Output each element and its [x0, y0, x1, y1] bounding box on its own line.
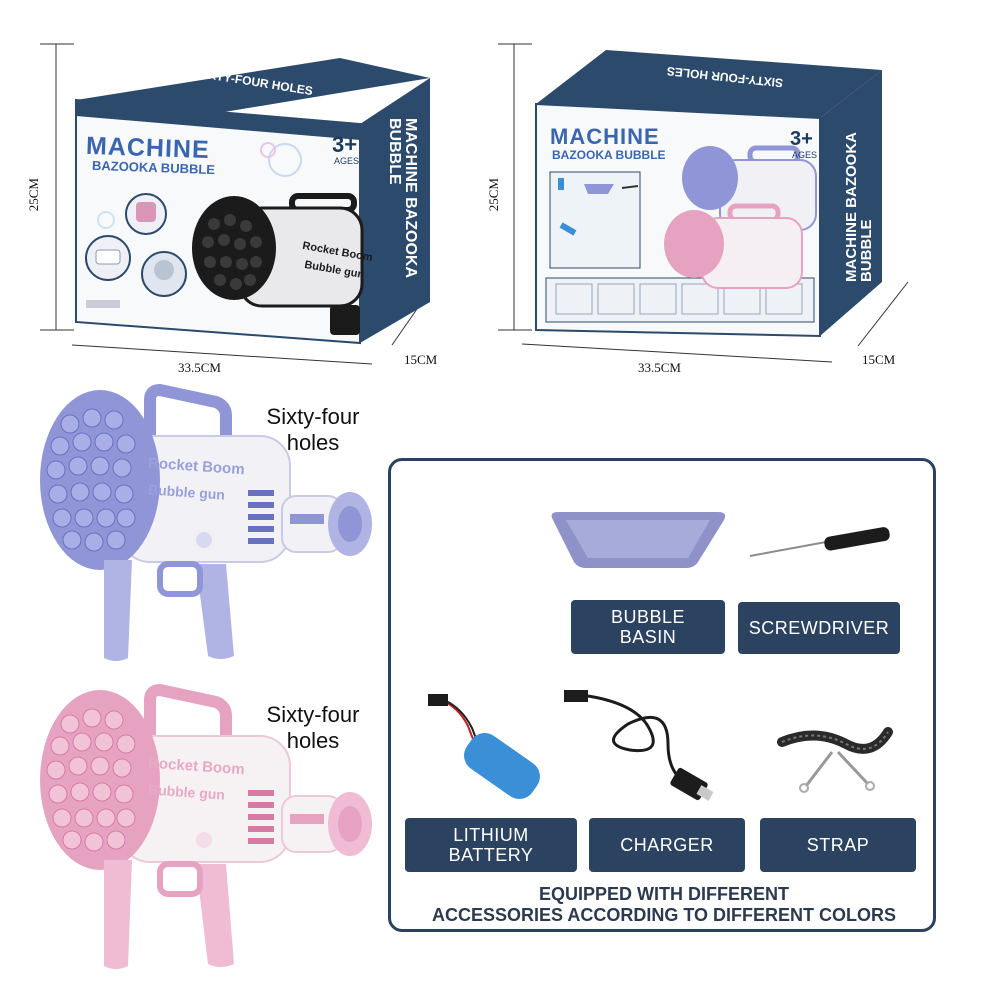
pink-gun-caption: Sixty-four holes	[248, 702, 378, 754]
box-left-age: 3+	[332, 132, 358, 157]
strap-image	[777, 727, 893, 793]
label-bubble-basin: BUBBLE BASIN	[571, 600, 725, 654]
box-right-brand-line1: MACHINE	[550, 124, 660, 149]
pink-gun-illustration	[40, 683, 372, 969]
pink-bubble-gun: Rocket Boom Bubble gun	[20, 680, 380, 980]
box-right-age: 3+	[790, 128, 813, 150]
box-left-side-text: MACHINE BAZOOKA BUBBLE	[386, 118, 419, 278]
label-lithium-battery-line2: BATTERY	[448, 845, 534, 865]
box-left-dim-depth: 15CM	[404, 352, 438, 367]
purple-gun-caption: Sixty-four holes	[248, 404, 378, 456]
label-screwdriver-text: SCREWDRIVER	[748, 618, 890, 638]
charger-image	[564, 690, 714, 801]
label-strap: STRAP	[760, 818, 916, 872]
label-charger-text: CHARGER	[620, 835, 714, 855]
box-left-age-word: AGES	[334, 156, 360, 166]
label-lithium-battery: LITHIUM BATTERY	[405, 818, 577, 872]
box-left-dim-width: 33.5CM	[178, 360, 221, 375]
label-charger: CHARGER	[589, 818, 745, 872]
label-bubble-basin-line1: BUBBLE	[610, 607, 686, 627]
accessories-footer-line2: ACCESSORIES ACCORDING TO DIFFERENT COLOR…	[431, 905, 897, 925]
box-right-age-word: AGES	[792, 150, 818, 160]
box-left-dim-height: 25CM	[26, 178, 41, 212]
purple-gun-illustration	[40, 383, 372, 661]
box-left: SIXTY-FOUR HOLES MACHINE BAZOOKA BUBBLE …	[0, 0, 480, 380]
label-bubble-basin-line2: BASIN	[619, 627, 677, 647]
lithium-battery-image	[428, 694, 540, 800]
pink-gun-caption-line1: Sixty-four	[266, 702, 360, 727]
box-right-brand-line2: BAZOOKA BUBBLE	[552, 148, 666, 162]
box-left-illustration	[40, 43, 430, 365]
box-right-side-text: MACHINE BAZOOKA BUBBLE	[843, 132, 875, 282]
label-lithium-battery-line1: LITHIUM	[453, 825, 529, 845]
box-right-illustration	[498, 43, 909, 363]
purple-gun-caption-line1: Sixty-four	[266, 404, 360, 429]
bubble-basin-image	[551, 512, 726, 568]
screwdriver-image	[749, 527, 890, 557]
box-right-dim-width: 33.5CM	[638, 360, 681, 375]
box-right-dim-depth: 15CM	[862, 352, 896, 367]
box-right: SIXTY-FOUR HOLES MACHINE BAZOOKA BUBBLE …	[480, 0, 990, 380]
label-strap-text: STRAP	[806, 835, 870, 855]
purple-bubble-gun: Rocket Boom Bubble gun	[20, 380, 380, 670]
pink-gun-caption-line2: holes	[286, 728, 340, 753]
label-screwdriver: SCREWDRIVER	[738, 602, 900, 654]
accessories-footer: EQUIPPED WITH DIFFERENT ACCESSORIES ACCO…	[400, 884, 928, 926]
purple-gun-caption-line2: holes	[286, 430, 340, 455]
accessories-footer-line1: EQUIPPED WITH DIFFERENT	[538, 884, 789, 904]
box-right-dim-height: 25CM	[486, 178, 501, 212]
